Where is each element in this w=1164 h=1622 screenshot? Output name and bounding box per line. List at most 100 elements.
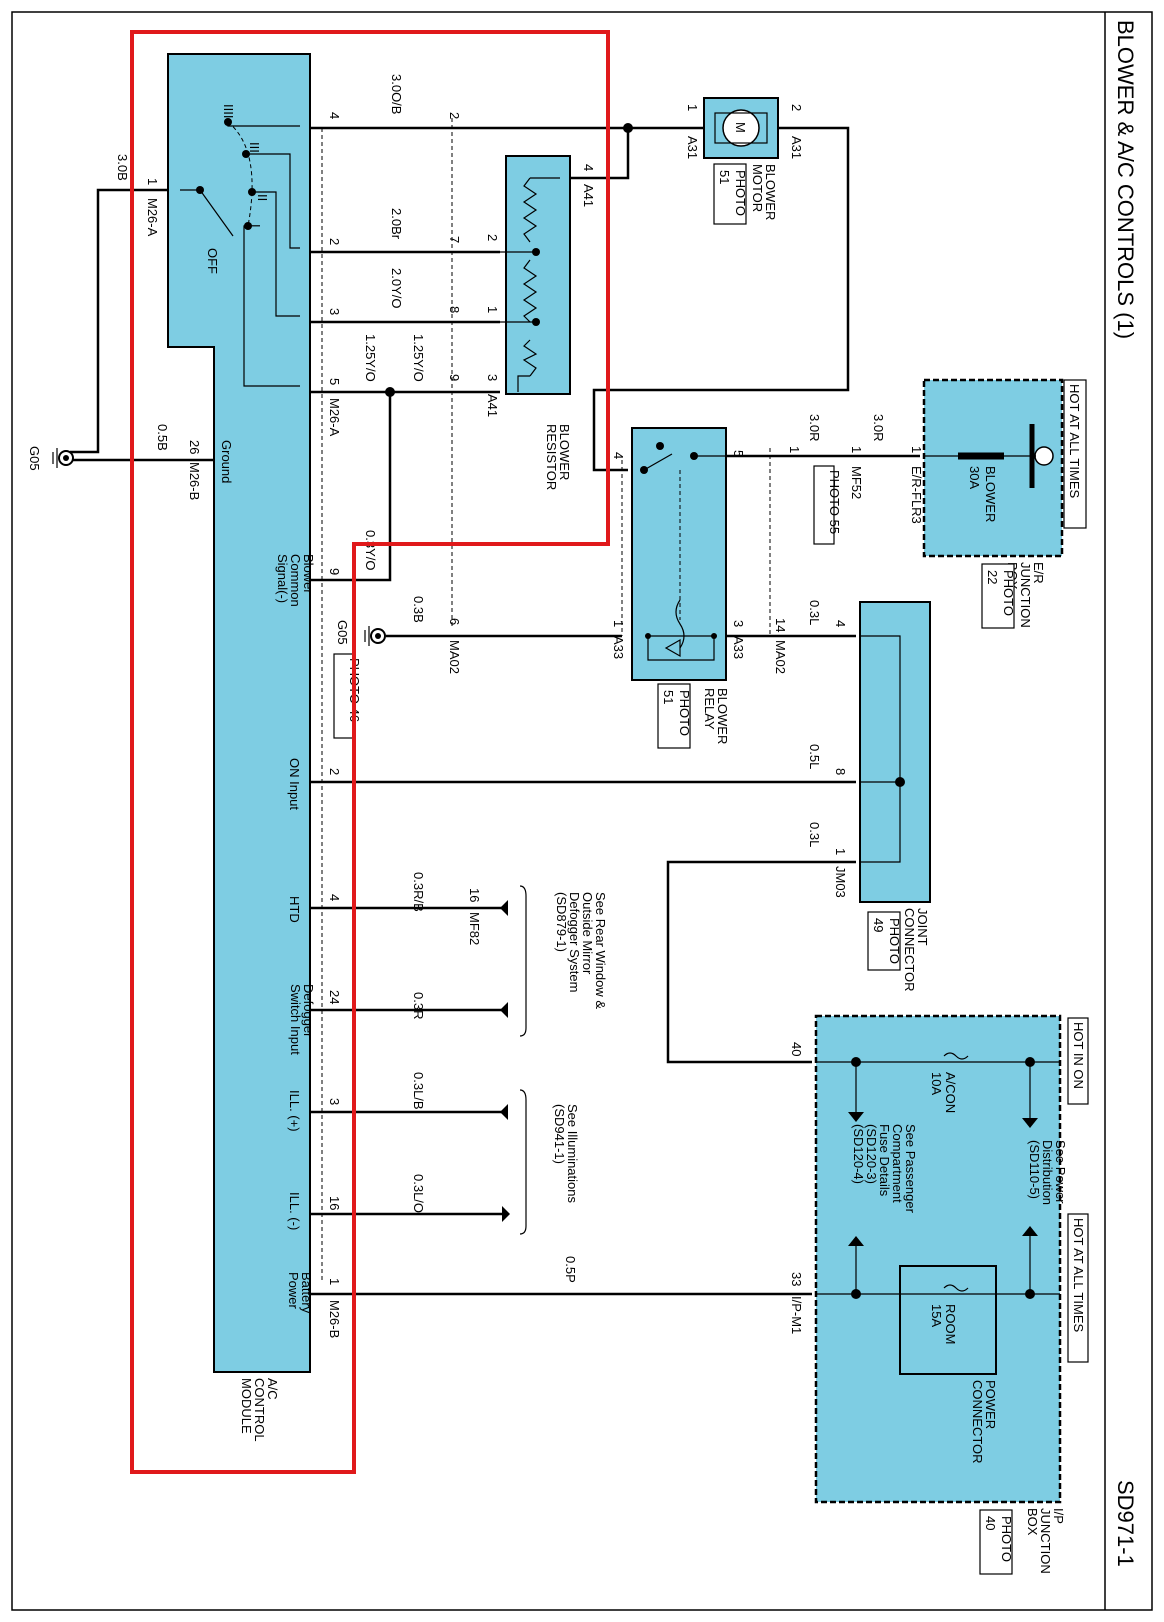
svg-text:0.3Y/O: 0.3Y/O <box>363 530 378 570</box>
wire-resistor-4 <box>570 128 630 180</box>
svg-text:Compartment: Compartment <box>890 1124 905 1203</box>
er-hot-badge <box>1063 379 1087 529</box>
svg-text:3.0B: 3.0B <box>115 154 130 181</box>
svg-text:E/R: E/R <box>1031 562 1046 584</box>
svg-text:1: 1 <box>611 620 626 627</box>
ref-rear-window: See Rear Window & Outside Mirror Defogge… <box>554 892 608 1009</box>
svg-text:2: 2 <box>485 234 500 241</box>
svg-text:I/P: I/P <box>1051 1508 1066 1524</box>
ip-hot-all-badge <box>1067 1213 1089 1363</box>
ground-g05-mid: G05 <box>335 620 386 646</box>
svg-text:0.3R/B: 0.3R/B <box>411 872 426 912</box>
svg-text:POWER: POWER <box>983 1380 998 1429</box>
svg-text:5: 5 <box>327 378 342 385</box>
svg-text:1: 1 <box>849 446 864 453</box>
svg-text:BLOWER: BLOWER <box>557 424 572 480</box>
svg-text:40: 40 <box>983 1516 998 1530</box>
svg-text:3.0R: 3.0R <box>871 414 886 441</box>
svg-text:G05: G05 <box>335 620 350 645</box>
pin-label-blower-common: Blower Common Signal(-) <box>275 554 316 607</box>
svg-text:A31: A31 <box>789 136 804 159</box>
svg-text:JUNCTION: JUNCTION <box>1038 1508 1053 1574</box>
svg-text:1: 1 <box>485 306 500 313</box>
svg-text:0.3B: 0.3B <box>411 596 426 623</box>
page-code: SD971-1 <box>1113 1480 1138 1567</box>
svg-text:II: II <box>255 194 270 201</box>
svg-text:(SD941-1): (SD941-1) <box>552 1104 567 1164</box>
svg-text:0.3L: 0.3L <box>807 600 822 625</box>
svg-text:16: 16 <box>467 888 482 902</box>
svg-text:1: 1 <box>833 848 848 855</box>
ac-module-label: A/C CONTROL MODULE <box>239 1378 280 1442</box>
power-connector <box>899 1265 997 1375</box>
joint-connector <box>859 601 931 903</box>
svg-text:I: I <box>248 224 263 228</box>
ac-control-module <box>167 53 311 1373</box>
svg-text:See Rear Window &: See Rear Window & <box>593 892 608 1009</box>
svg-text:MF82: MF82 <box>467 912 482 945</box>
svg-text:49: 49 <box>871 918 886 932</box>
svg-text:1: 1 <box>327 1278 342 1285</box>
svg-text:2.0Y/O: 2.0Y/O <box>389 268 404 308</box>
svg-text:4: 4 <box>833 620 848 627</box>
svg-text:HTD: HTD <box>287 896 302 923</box>
svg-text:MOTOR: MOTOR <box>750 164 765 212</box>
svg-text:BLOWER: BLOWER <box>983 466 998 522</box>
svg-text:See Power: See Power <box>1053 1140 1068 1204</box>
svg-text:JUNCTION: JUNCTION <box>1018 562 1033 628</box>
svg-text:RELAY: RELAY <box>702 688 717 730</box>
highlight-outline <box>130 30 610 1474</box>
svg-text:8: 8 <box>447 306 462 313</box>
resistor-coils <box>500 177 560 392</box>
svg-text:5: 5 <box>731 450 746 457</box>
svg-text:IIII: IIII <box>221 104 236 118</box>
page-frame <box>11 11 1153 1611</box>
svg-text:0.5P: 0.5P <box>563 1256 578 1283</box>
svg-text:2: 2 <box>789 104 804 111</box>
svg-text:1: 1 <box>145 178 160 185</box>
svg-text:4: 4 <box>327 894 342 901</box>
svg-text:PHOTO: PHOTO <box>999 1516 1014 1562</box>
svg-text:2: 2 <box>327 768 342 775</box>
svg-text:A41: A41 <box>581 184 596 207</box>
svg-text:Battery: Battery <box>299 1272 314 1314</box>
svg-text:M26-A: M26-A <box>327 398 342 437</box>
ip-junction-box <box>814 1014 1062 1504</box>
svg-text:3.0R: 3.0R <box>807 414 822 441</box>
svg-text:2: 2 <box>447 112 462 119</box>
svg-text:CONTROL: CONTROL <box>252 1378 267 1442</box>
svg-text:ILL. (-): ILL. (-) <box>287 1192 302 1230</box>
svg-text:(SD110-5): (SD110-5) <box>1027 1140 1042 1199</box>
wire-0.3l-jm03 <box>666 860 856 1064</box>
pin-label-defogger: Defogger Switch Input <box>288 984 316 1055</box>
svg-text:I/P-M1: I/P-M1 <box>789 1296 804 1334</box>
svg-text:Switch Input: Switch Input <box>288 984 303 1055</box>
svg-text:4: 4 <box>581 164 596 171</box>
svg-text:MF52: MF52 <box>849 466 864 499</box>
svg-text:BLOWER: BLOWER <box>763 164 778 220</box>
svg-text:1: 1 <box>909 446 924 453</box>
svg-text:ILL. (+): ILL. (+) <box>287 1090 302 1132</box>
svg-text:15A: 15A <box>929 1304 944 1327</box>
svg-text:9: 9 <box>447 374 462 381</box>
ref-passenger-fuse: See Passenger Compartment Fuse Details (… <box>851 1124 918 1214</box>
svg-text:4: 4 <box>611 452 626 459</box>
wire-0.3yo <box>310 392 392 582</box>
acon-fuse: A/CON 10A <box>929 1052 969 1113</box>
svg-text:1.25Y/O: 1.25Y/O <box>411 334 426 382</box>
svg-text:1: 1 <box>685 104 700 111</box>
svg-text:3: 3 <box>485 374 500 381</box>
photo-blower-motor <box>713 163 747 225</box>
svg-text:26: 26 <box>187 440 202 454</box>
svg-text:BLOWER: BLOWER <box>715 688 730 744</box>
svg-text:CONNECTOR: CONNECTOR <box>970 1380 985 1464</box>
svg-text:ON Input: ON Input <box>287 758 302 810</box>
svg-text:1.25Y/O: 1.25Y/O <box>363 334 378 382</box>
svg-text:MODULE: MODULE <box>239 1378 254 1434</box>
svg-text:G05: G05 <box>27 446 42 471</box>
svg-text:0.5L: 0.5L <box>807 744 822 769</box>
svg-text:3.0O/B: 3.0O/B <box>389 74 404 114</box>
svg-text:0.3L/O: 0.3L/O <box>411 1174 426 1213</box>
svg-text:(SD120-3): (SD120-3) <box>864 1124 879 1184</box>
svg-text:Defogger System: Defogger System <box>567 892 582 992</box>
